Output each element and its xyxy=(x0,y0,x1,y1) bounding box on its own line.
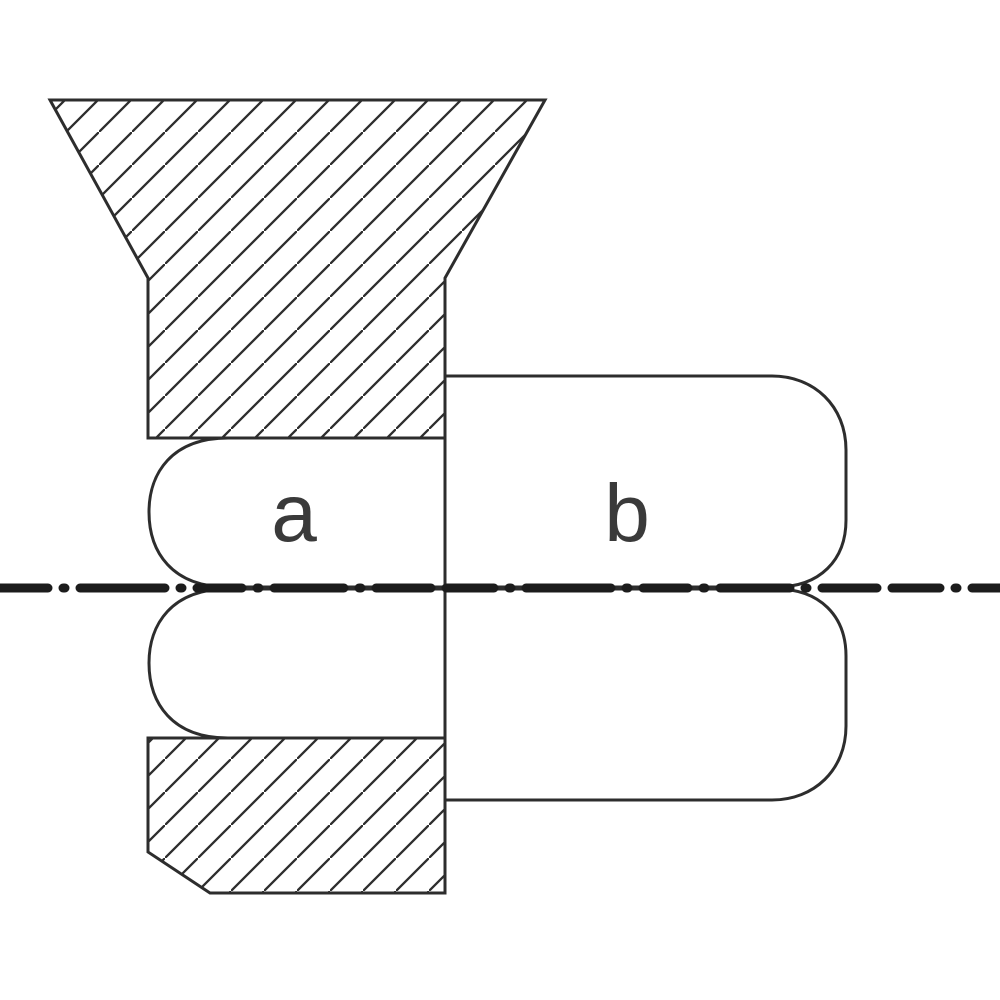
label-a: a xyxy=(271,468,317,559)
part-b-lower-lobe xyxy=(443,587,848,802)
bore-a-lower-lobe xyxy=(147,587,447,740)
part-b-upper-lobe xyxy=(443,374,848,589)
label-b: b xyxy=(604,468,650,559)
shank-end-section xyxy=(146,736,447,895)
